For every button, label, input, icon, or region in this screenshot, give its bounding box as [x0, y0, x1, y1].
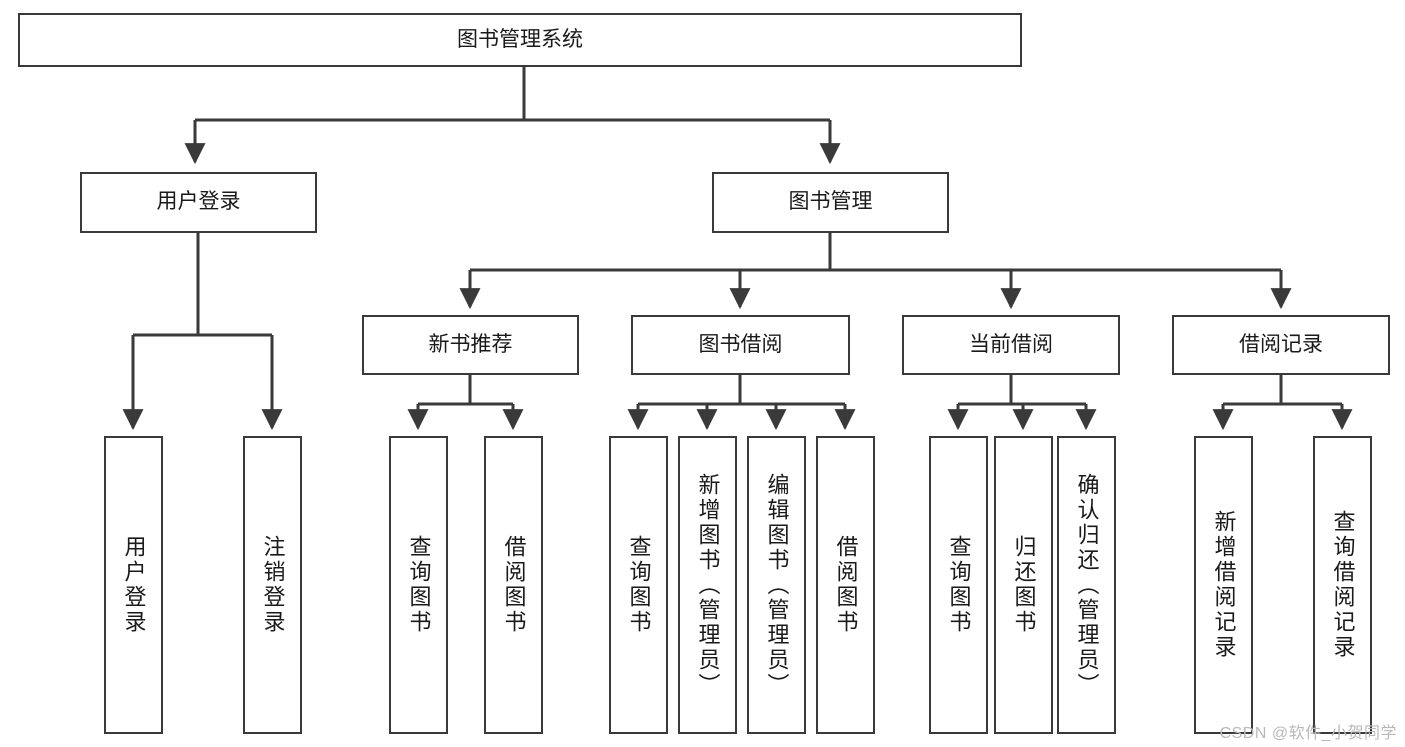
node-leaf-confirm-return-admin-label: 确认归还（管理员） [1074, 472, 1100, 698]
node-current-borrow[interactable]: 当前借阅 [902, 315, 1120, 375]
node-leaf-return-book-label: 归还图书 [1011, 535, 1037, 635]
node-leaf-add-borrow-record-label: 新增借阅记录 [1211, 510, 1237, 660]
node-leaf-edit-book-admin[interactable]: 编辑图书（管理员） [747, 436, 806, 734]
node-root-book-management-system[interactable]: 图书管理系统 [18, 13, 1022, 67]
node-book-management[interactable]: 图书管理 [712, 172, 949, 233]
node-current-borrow-label: 当前借阅 [969, 332, 1053, 356]
node-leaf-recommend-borrow-book-label: 借阅图书 [501, 535, 527, 635]
node-leaf-borrow-query-book-label: 查询图书 [626, 535, 652, 635]
node-leaf-user-login-label: 用户登录 [121, 535, 147, 635]
node-leaf-query-borrow-record-label: 查询借阅记录 [1330, 510, 1356, 660]
node-leaf-borrow-query-book[interactable]: 查询图书 [609, 436, 668, 734]
node-leaf-logout[interactable]: 注销登录 [243, 436, 302, 734]
node-leaf-recommend-query-book[interactable]: 查询图书 [389, 436, 448, 734]
node-leaf-recommend-borrow-book[interactable]: 借阅图书 [484, 436, 543, 734]
node-leaf-logout-label: 注销登录 [260, 535, 286, 635]
node-leaf-return-book[interactable]: 归还图书 [994, 436, 1053, 734]
node-leaf-recommend-query-book-label: 查询图书 [406, 535, 432, 635]
node-root-label: 图书管理系统 [457, 27, 583, 51]
node-new-book-recommend[interactable]: 新书推荐 [362, 315, 579, 375]
node-borrow-record-label: 借阅记录 [1239, 332, 1323, 356]
node-leaf-add-borrow-record[interactable]: 新增借阅记录 [1194, 436, 1253, 734]
node-book-management-label: 图书管理 [788, 190, 873, 214]
node-leaf-add-book-admin-label: 新增图书（管理员） [695, 472, 721, 698]
node-borrow-record[interactable]: 借阅记录 [1172, 315, 1390, 375]
node-leaf-edit-book-admin-label: 编辑图书（管理员） [764, 472, 790, 698]
node-leaf-add-book-admin[interactable]: 新增图书（管理员） [678, 436, 737, 734]
node-leaf-current-query-book[interactable]: 查询图书 [929, 436, 988, 734]
node-leaf-user-login[interactable]: 用户登录 [104, 436, 163, 734]
node-leaf-borrow-lend-book-label: 借阅图书 [833, 535, 859, 635]
node-user-login[interactable]: 用户登录 [80, 172, 317, 233]
node-leaf-query-borrow-record[interactable]: 查询借阅记录 [1313, 436, 1372, 734]
node-new-book-recommend-label: 新书推荐 [428, 332, 513, 356]
node-user-login-label: 用户登录 [156, 190, 241, 214]
node-book-borrow[interactable]: 图书借阅 [631, 315, 850, 375]
node-book-borrow-label: 图书借阅 [698, 332, 783, 356]
node-leaf-borrow-lend-book[interactable]: 借阅图书 [816, 436, 875, 734]
node-leaf-current-query-book-label: 查询图书 [946, 535, 972, 635]
node-leaf-confirm-return-admin[interactable]: 确认归还（管理员） [1057, 436, 1116, 734]
